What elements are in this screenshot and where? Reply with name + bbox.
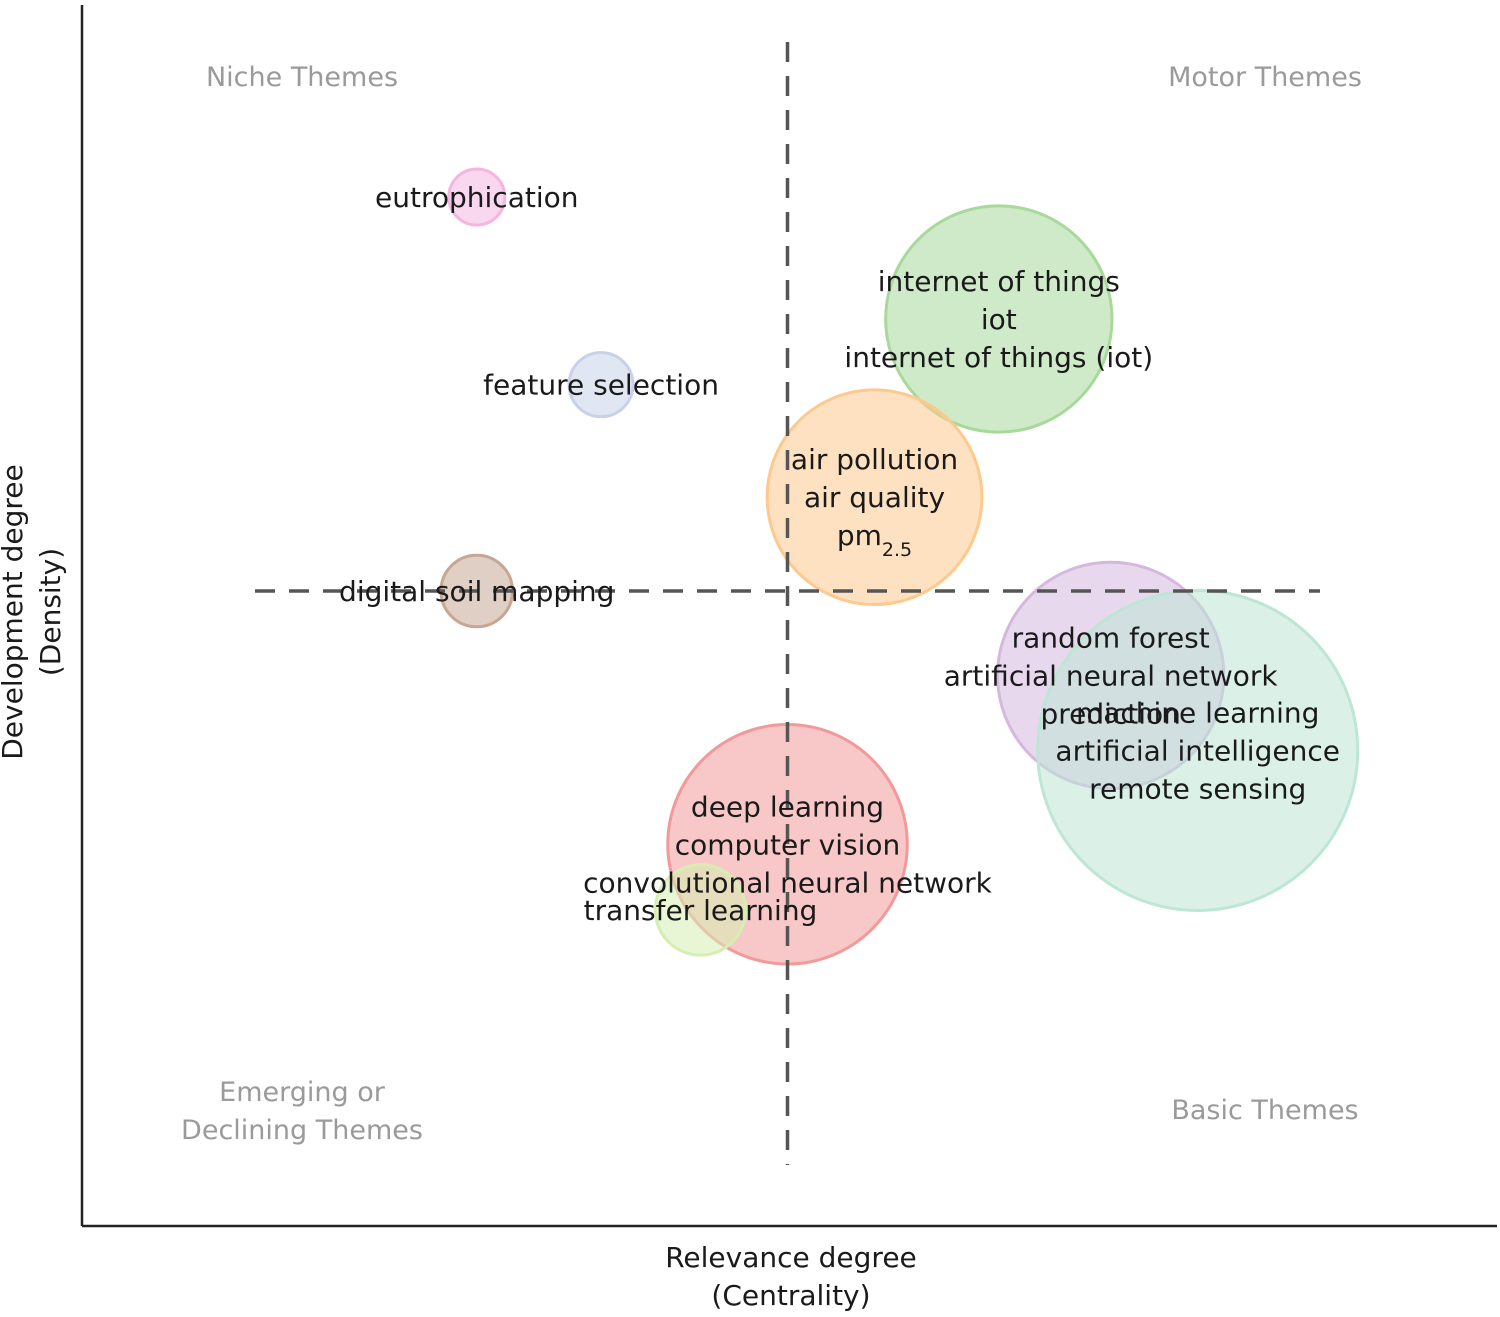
cluster-bubble-0 bbox=[447, 167, 507, 227]
quadrant-label-emerging-line1: Emerging or bbox=[219, 1077, 386, 1108]
cluster-label-5-1: artificial neural network bbox=[944, 659, 1279, 692]
quadrant-label-niche: Niche Themes bbox=[206, 62, 398, 93]
cluster-label-7-2: convolutional neural network bbox=[583, 866, 993, 899]
cluster-bubble-8 bbox=[653, 863, 748, 957]
cluster-label-3-1: air quality bbox=[804, 481, 945, 514]
cluster-label-1-1: iot bbox=[981, 303, 1017, 336]
quadrant-label-emerging-line2: Declining Themes bbox=[181, 1115, 423, 1146]
bubble-layer bbox=[439, 167, 1360, 966]
cluster-label-1-2: internet of things (iot) bbox=[844, 341, 1153, 374]
cluster-label-6-2: remote sensing bbox=[1089, 772, 1306, 805]
cluster-label-7-1: computer vision bbox=[675, 828, 901, 861]
cluster-bubble-6 bbox=[1036, 588, 1360, 912]
quadrant-label-basic: Basic Themes bbox=[1171, 1095, 1358, 1126]
cluster-label-layer: eutrophication internet of things iot inter… bbox=[339, 181, 1340, 927]
cluster-label-8-0: transfer learning bbox=[584, 894, 818, 927]
cluster-label-2-0: feature selection bbox=[483, 369, 719, 402]
cluster-bubble-3 bbox=[765, 388, 984, 607]
quadrant-label-motor: Motor Themes bbox=[1168, 62, 1362, 93]
cluster-bubble-1 bbox=[884, 204, 1114, 434]
x-axis-title-line1: Relevance degree bbox=[665, 1241, 917, 1274]
cluster-label-5-0: random forest bbox=[1012, 621, 1210, 654]
cluster-label-0-0: eutrophication bbox=[375, 181, 578, 214]
cluster-label-1-0: internet of things bbox=[878, 265, 1120, 298]
quadrant-dividers bbox=[255, 42, 1320, 1165]
cluster-label-5-2: prediction bbox=[1040, 697, 1180, 730]
x-axis-title-line2: (Centrality) bbox=[711, 1279, 870, 1312]
cluster-label-7-0: deep learning bbox=[691, 790, 884, 823]
y-axis-title-line1: Development degree bbox=[0, 464, 29, 760]
cluster-label-6-1: artificial intelligence bbox=[1055, 734, 1340, 767]
y-axis-title-line2: (Density) bbox=[34, 548, 67, 676]
cluster-bubble-2 bbox=[567, 351, 635, 419]
cluster-label-3-0: air pollution bbox=[791, 443, 958, 476]
cluster-label-6-0: machine learning bbox=[1076, 696, 1319, 729]
cluster-label-4-0: digital soil mapping bbox=[339, 575, 614, 608]
